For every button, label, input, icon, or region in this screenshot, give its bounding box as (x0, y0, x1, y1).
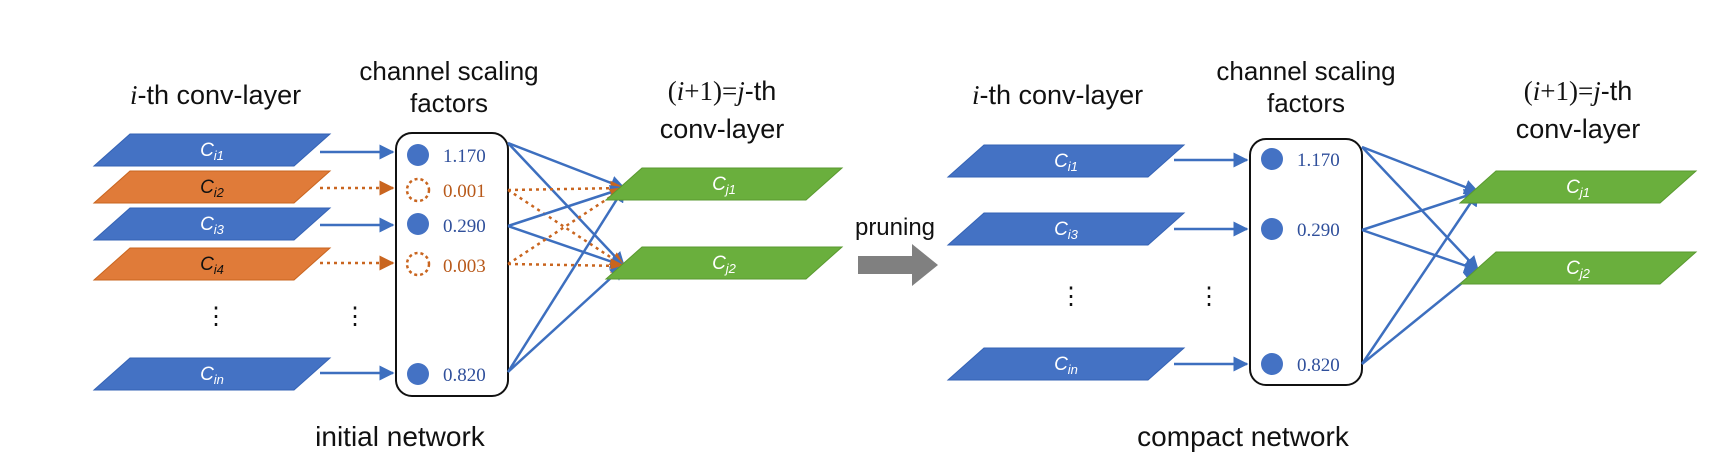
compact-input-ellipsis: ⋮ (1059, 283, 1083, 310)
initial-input-map-i2: Ci2 (92, 170, 332, 204)
compact-scaling-title-line1: channel scaling (1216, 56, 1395, 86)
compact-arrow-ellipsis: ⋮ (1197, 283, 1221, 310)
pruning-label: pruning (855, 214, 935, 241)
compact-factor-box (1249, 138, 1363, 386)
compact-input-map-in: Cin (946, 347, 1186, 381)
factor-value-i4: 0.003 (443, 256, 486, 277)
factor-value-i1: 1.170 (443, 146, 486, 167)
factor-dot-i3 (407, 213, 429, 235)
initial-arrow-ellipsis: ⋮ (343, 303, 367, 330)
compact-output-map-j2: Cj2 (1458, 251, 1698, 285)
map-label-i1: Ci1 (200, 140, 224, 163)
compact-caption: compact network (1137, 421, 1350, 452)
factor-value-i2: 0.001 (443, 181, 486, 202)
initial-output-map-j1: Cj1 (604, 167, 844, 201)
compact-factor-value-i1: 1.170 (1297, 150, 1340, 171)
initial-input-ellipsis: ⋮ (204, 303, 228, 330)
compact-scaling-title-line2: factors (1267, 88, 1345, 118)
pruning-transition: pruning (855, 214, 938, 286)
compact-factor-dot-in (1261, 353, 1283, 375)
compact-map-label-i3: Ci3 (1054, 219, 1079, 242)
compact-factor-value-in: 0.820 (1297, 355, 1340, 376)
pruning-arrow-icon (858, 244, 938, 286)
initial-scaling-title-line2: factors (410, 88, 488, 118)
compact-output-map-j1: Cj1 (1458, 170, 1698, 204)
initial-layer-j-title-line1: (i+1)=j-th (668, 76, 777, 106)
compact-factor-dot-i3 (1261, 218, 1283, 240)
factor-value-in: 0.820 (443, 365, 486, 386)
factor-dot-i4-pruned (405, 251, 431, 277)
map-label-i4: Ci4 (200, 254, 224, 277)
factor-dot-in (407, 363, 429, 385)
factor-value-i3: 0.290 (443, 216, 486, 237)
compact-layer-j-title-line1: (i+1)=j-th (1524, 76, 1633, 106)
map-label-j1: Cj1 (712, 174, 736, 197)
compact-network: i-th conv-layer channel scaling factors … (946, 56, 1698, 452)
compact-map-label-i1: Ci1 (1054, 151, 1078, 174)
initial-scaling-title-line1: channel scaling (359, 56, 538, 86)
compact-layer-j-title-line2: conv-layer (1516, 114, 1641, 144)
map-label-i2: Ci2 (200, 177, 225, 200)
initial-input-map-i3: Ci3 (92, 207, 332, 241)
initial-caption: initial network (315, 421, 486, 452)
map-label-j2: Cj2 (712, 253, 737, 276)
compact-factor-dot-i1 (1261, 148, 1283, 170)
initial-connections (506, 141, 626, 373)
factor-dot-i2-pruned (405, 177, 431, 203)
compact-map-label-j1: Cj1 (1566, 177, 1590, 200)
initial-input-map-i4: Ci4 (92, 247, 332, 281)
initial-input-map-in: Cin (92, 357, 332, 391)
compact-input-map-i3: Ci3 (946, 212, 1186, 246)
compact-layer-i-title: i-th conv-layer (972, 80, 1143, 110)
initial-layer-j-title-line2: conv-layer (660, 114, 785, 144)
initial-layer-i-title: i-th conv-layer (130, 80, 301, 110)
map-label-i3: Ci3 (200, 214, 225, 237)
initial-network: i-th conv-layer channel scaling factors … (92, 56, 844, 452)
compact-map-label-in: Cin (1054, 354, 1078, 377)
initial-output-map-j2: Cj2 (604, 246, 844, 280)
initial-input-map-i1: Ci1 (92, 133, 332, 167)
compact-map-label-j2: Cj2 (1566, 258, 1591, 281)
compact-input-map-i1: Ci1 (946, 144, 1186, 178)
compact-connections (1360, 145, 1480, 365)
factor-dot-i1 (407, 144, 429, 166)
compact-factor-value-i3: 0.290 (1297, 220, 1340, 241)
map-label-in: Cin (200, 364, 224, 387)
